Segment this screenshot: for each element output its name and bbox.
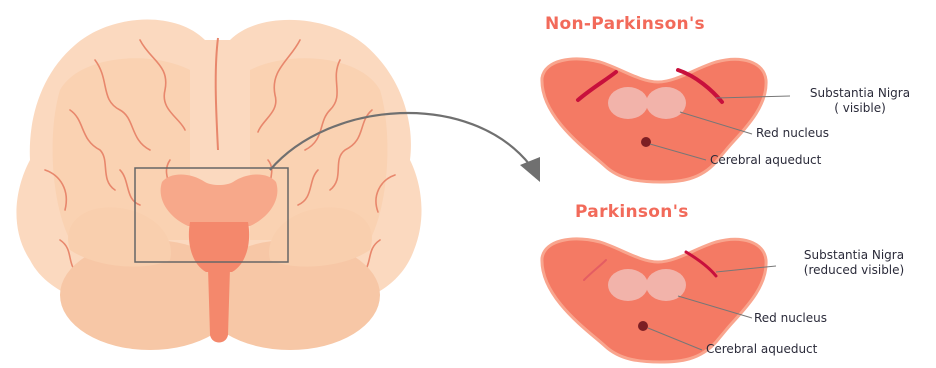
- label-nigra-bottom-line1: Substantia Nigra: [776, 248, 932, 263]
- red-nucleus-left: [608, 269, 648, 301]
- pons: [189, 222, 249, 272]
- label-nigra-top-line2: ( visible): [790, 101, 930, 116]
- label-cerebral-aqueduct-top: Cerebral aqueduct: [710, 153, 821, 168]
- brainstem: [208, 268, 230, 343]
- label-nigra-bottom-line2: (reduced visible): [776, 263, 932, 278]
- title-parkinsons: Parkinson's: [575, 202, 689, 222]
- label-red-nucleus-top: Red nucleus: [756, 126, 829, 141]
- label-red-nucleus-bottom: Red nucleus: [754, 311, 827, 326]
- red-nucleus-left: [608, 87, 648, 119]
- brain-icon: [16, 20, 421, 350]
- label-nigra-top-line1: Substantia Nigra: [790, 86, 930, 101]
- label-substantia-nigra-bottom: Substantia Nigra (reduced visible): [776, 248, 932, 278]
- cerebral-aqueduct: [641, 137, 651, 147]
- label-cerebral-aqueduct-bottom: Cerebral aqueduct: [706, 342, 817, 357]
- red-nucleus-right: [646, 87, 686, 119]
- title-non-parkinsons: Non-Parkinson's: [545, 14, 705, 34]
- cerebral-aqueduct: [638, 321, 648, 331]
- label-substantia-nigra-top: Substantia Nigra ( visible): [790, 86, 930, 116]
